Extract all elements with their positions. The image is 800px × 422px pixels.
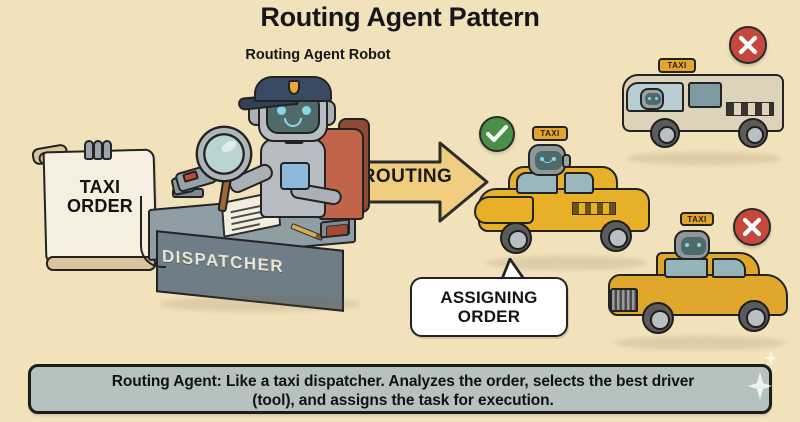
sedan-shadow <box>614 336 786 350</box>
taxi-shadow <box>486 256 648 270</box>
taxi-driver-robot <box>528 144 571 176</box>
sparkle-icon-large <box>748 372 772 400</box>
taxi-rear-window <box>564 172 594 194</box>
check-mark-icon <box>479 116 515 152</box>
magnifier-gleam <box>219 138 239 155</box>
van-shadow <box>626 152 782 165</box>
paper-clip-icon <box>84 140 118 162</box>
sparkle-icon-small <box>764 350 778 366</box>
taxi-order-line2: ORDER <box>66 195 133 216</box>
magnifier-lens <box>198 128 250 180</box>
sedan-grille-icon <box>610 288 638 312</box>
vehicle-van: TAXI <box>612 52 798 164</box>
sedan-wheel-rear <box>738 300 770 332</box>
dispatcher-desk: DISPATCHER <box>148 162 360 312</box>
robot-eye-left <box>277 106 286 115</box>
scroll-roll-bottom-icon <box>46 256 156 271</box>
caption-line-2: (tool), and assigns the task for executi… <box>252 392 554 409</box>
bubble-text: ASSIGNING ORDER <box>412 288 566 327</box>
barcode-scanner-icon <box>170 160 218 200</box>
van-taxi-sign: TAXI <box>658 58 696 73</box>
police-badge-icon <box>288 80 300 95</box>
taxi-wheel-rear <box>600 220 632 252</box>
sedan-wheel-front <box>642 302 674 334</box>
van-side-window <box>688 82 722 108</box>
sedan-windshield <box>664 258 708 278</box>
desk-shadow <box>160 296 360 312</box>
taxi-hood <box>474 196 534 224</box>
caption-bar: Routing Agent: Like a taxi dispatcher. A… <box>28 364 772 414</box>
sedan-driver-robot <box>674 230 710 260</box>
vehicle-taxi-selected: TAXI <box>472 126 662 268</box>
taxi-roof-sign: TAXI <box>532 126 568 141</box>
sedan-rear-window <box>712 258 746 278</box>
page-title: Routing Agent Pattern <box>260 2 540 32</box>
routing-agent-robot <box>214 62 374 227</box>
bubble-line2: ORDER <box>457 307 521 327</box>
van-wheel-front <box>650 118 680 148</box>
bubble-line1: ASSIGNING <box>440 288 538 307</box>
assigning-order-bubble: ASSIGNING ORDER <box>410 277 568 337</box>
van-wheel-rear <box>738 118 768 148</box>
taxi-checker-decal <box>572 202 616 215</box>
van-checker-decal <box>726 102 774 116</box>
magnifying-glass-icon <box>192 128 260 214</box>
sedan-taxi-sign: TAXI <box>680 212 714 226</box>
magnifier-handle <box>217 177 232 213</box>
robot-eye-right <box>302 106 311 115</box>
robot-chest-panel <box>280 162 310 190</box>
taxi-wheel-front <box>500 222 532 254</box>
x-mark-icon-van <box>729 26 767 64</box>
taxi-order-line1: TAXI <box>79 177 121 197</box>
vehicle-luxury-sedan: TAXI <box>600 212 800 350</box>
taxi-order-label: TAXI ORDER <box>46 178 154 216</box>
caption-line-1: Routing Agent: Like a taxi dispatcher. A… <box>111 373 695 390</box>
routing-label: ROUTING <box>361 166 453 187</box>
robot-subtitle: Routing Agent Robot <box>245 47 391 63</box>
x-mark-icon-sedan <box>733 208 771 246</box>
van-driver-robot <box>640 88 664 110</box>
